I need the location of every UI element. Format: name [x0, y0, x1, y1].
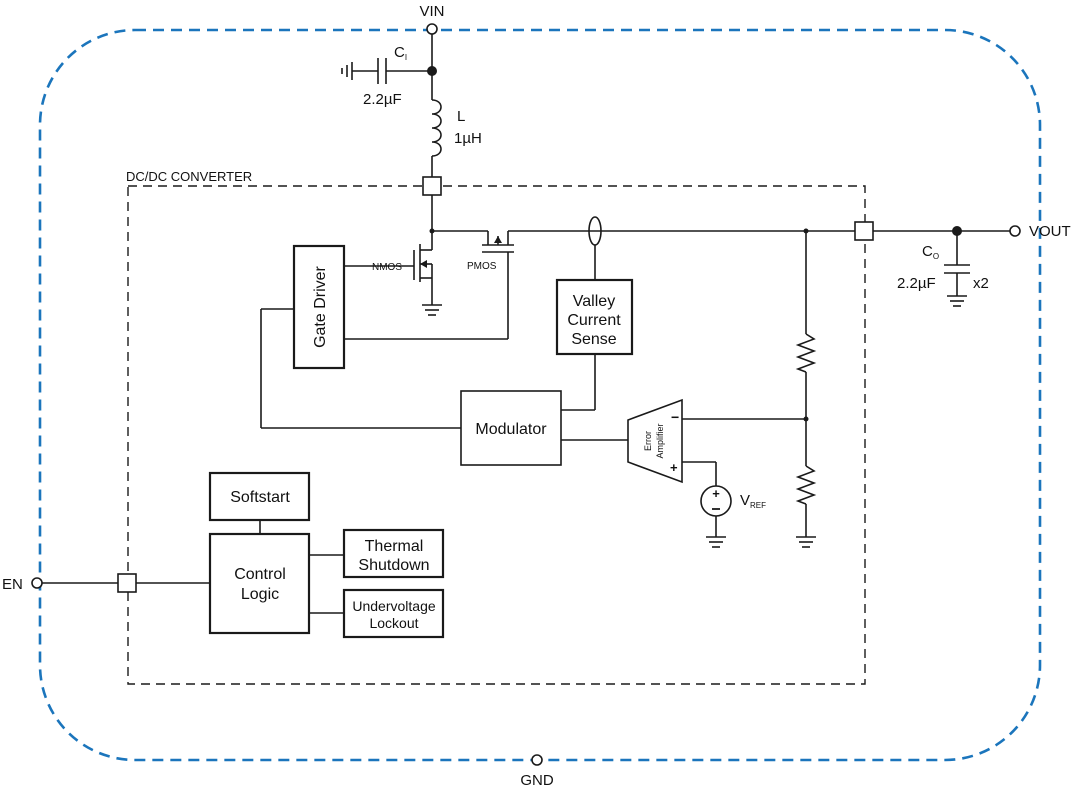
ci-value: 2.2µF [363, 91, 402, 108]
ci-label: C [394, 44, 405, 61]
nmos-transistor [413, 231, 442, 316]
vout-ground-symbol [947, 295, 967, 307]
gate-driver-block [292, 244, 346, 370]
thermal-label-line1: Thermal [365, 538, 424, 555]
co-value: 2.2µF [897, 275, 936, 292]
input-capacitor [377, 58, 387, 84]
inductor-label: L [457, 108, 465, 125]
en-internal-pin [117, 573, 137, 593]
control-logic-line1: Control [234, 566, 286, 583]
uvlo-label-line2: Lockout [369, 615, 418, 631]
valley-label-line3: Sense [571, 331, 616, 348]
output-capacitor [944, 264, 970, 274]
error-amp-label-line2: Amplifier [655, 423, 665, 458]
ground-symbol [341, 62, 353, 80]
pmos-transistor [482, 231, 514, 253]
thermal-label-line2: Shutdown [358, 557, 429, 574]
softstart-block [208, 471, 311, 522]
control-logic-line2: Logic [241, 586, 279, 603]
vout-label: VOUT [1029, 223, 1071, 240]
inductor [431, 99, 442, 157]
error-amp-plus: + [670, 460, 678, 475]
control-logic-block [208, 532, 311, 635]
dcdc-converter-boundary [127, 185, 866, 685]
feedback-node [803, 416, 809, 422]
error-amp-label-line1: Error [643, 431, 653, 451]
vin-label: VIN [419, 3, 444, 20]
vref-source: + [700, 485, 732, 517]
vin-pin[interactable] [426, 23, 438, 35]
sw-pin [422, 176, 442, 196]
svg-text:+: + [712, 486, 720, 501]
vout-internal-pin [854, 221, 874, 241]
co-subscript: O [933, 252, 939, 261]
divider-ground-symbol [796, 536, 816, 548]
inductor-value: 1µH [454, 130, 482, 147]
en-pin[interactable] [31, 577, 43, 589]
error-amp-minus: − [671, 409, 679, 425]
nmos-label: NMOS [372, 262, 402, 273]
uvlo-label-line1: Undervoltage [352, 598, 435, 614]
undervoltage-lockout-block [342, 588, 445, 639]
gnd-pin[interactable] [531, 754, 543, 766]
modulator-label: Modulator [475, 421, 547, 438]
svg-text:CI: CI [394, 44, 407, 62]
pmos-label: PMOS [467, 261, 497, 272]
en-label: EN [2, 576, 23, 593]
svg-text:CO: CO [922, 243, 939, 261]
dcdc-converter-label: DC/DC CONVERTER [126, 169, 252, 184]
feedback-resistor-top [795, 333, 817, 373]
vout-pin[interactable] [1009, 225, 1021, 237]
co-label: C [922, 243, 933, 260]
co-count: x2 [973, 275, 989, 292]
feedback-resistor-bottom [795, 465, 817, 505]
thermal-shutdown-block [342, 528, 445, 579]
svg-text:VREF: VREF [740, 492, 766, 510]
gnd-label: GND [520, 772, 554, 789]
valley-label-line1: Valley [573, 293, 615, 310]
vref-subscript: REF [750, 501, 766, 510]
ci-subscript: I [405, 53, 407, 62]
vref-label: V [740, 492, 750, 509]
valley-label-line2: Current [567, 312, 621, 329]
gate-driver-label: Gate Driver [312, 265, 329, 347]
softstart-label: Softstart [230, 489, 290, 506]
modulator-block [460, 390, 562, 466]
error-amplifier [627, 398, 683, 484]
vref-ground-symbol [706, 536, 726, 548]
